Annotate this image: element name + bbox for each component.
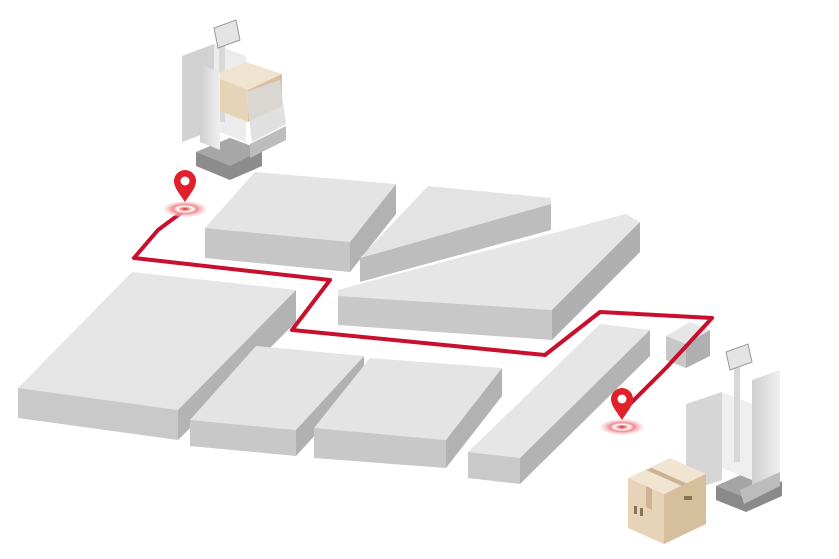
delivery-robot-icon [686, 343, 782, 512]
city-blocks [18, 172, 710, 484]
end-pin-ring [600, 419, 644, 435]
block-top-left [205, 172, 396, 272]
block-bottom-b [314, 358, 502, 468]
cardboard-box-icon [628, 458, 706, 544]
delivery-route-line [132, 208, 714, 414]
block-top-wedge [360, 186, 551, 282]
cardboard-box-icon [212, 62, 282, 90]
block-center-wedge [338, 214, 640, 340]
map-pin-icon [611, 388, 633, 420]
map-pin-icon [174, 170, 196, 202]
delivery-robot-icon [182, 19, 286, 180]
start-pin-ring [163, 201, 207, 217]
start-location [163, 170, 207, 217]
block-diagonal [468, 324, 650, 484]
block-bottom-a [190, 346, 364, 456]
end-location [600, 388, 644, 435]
